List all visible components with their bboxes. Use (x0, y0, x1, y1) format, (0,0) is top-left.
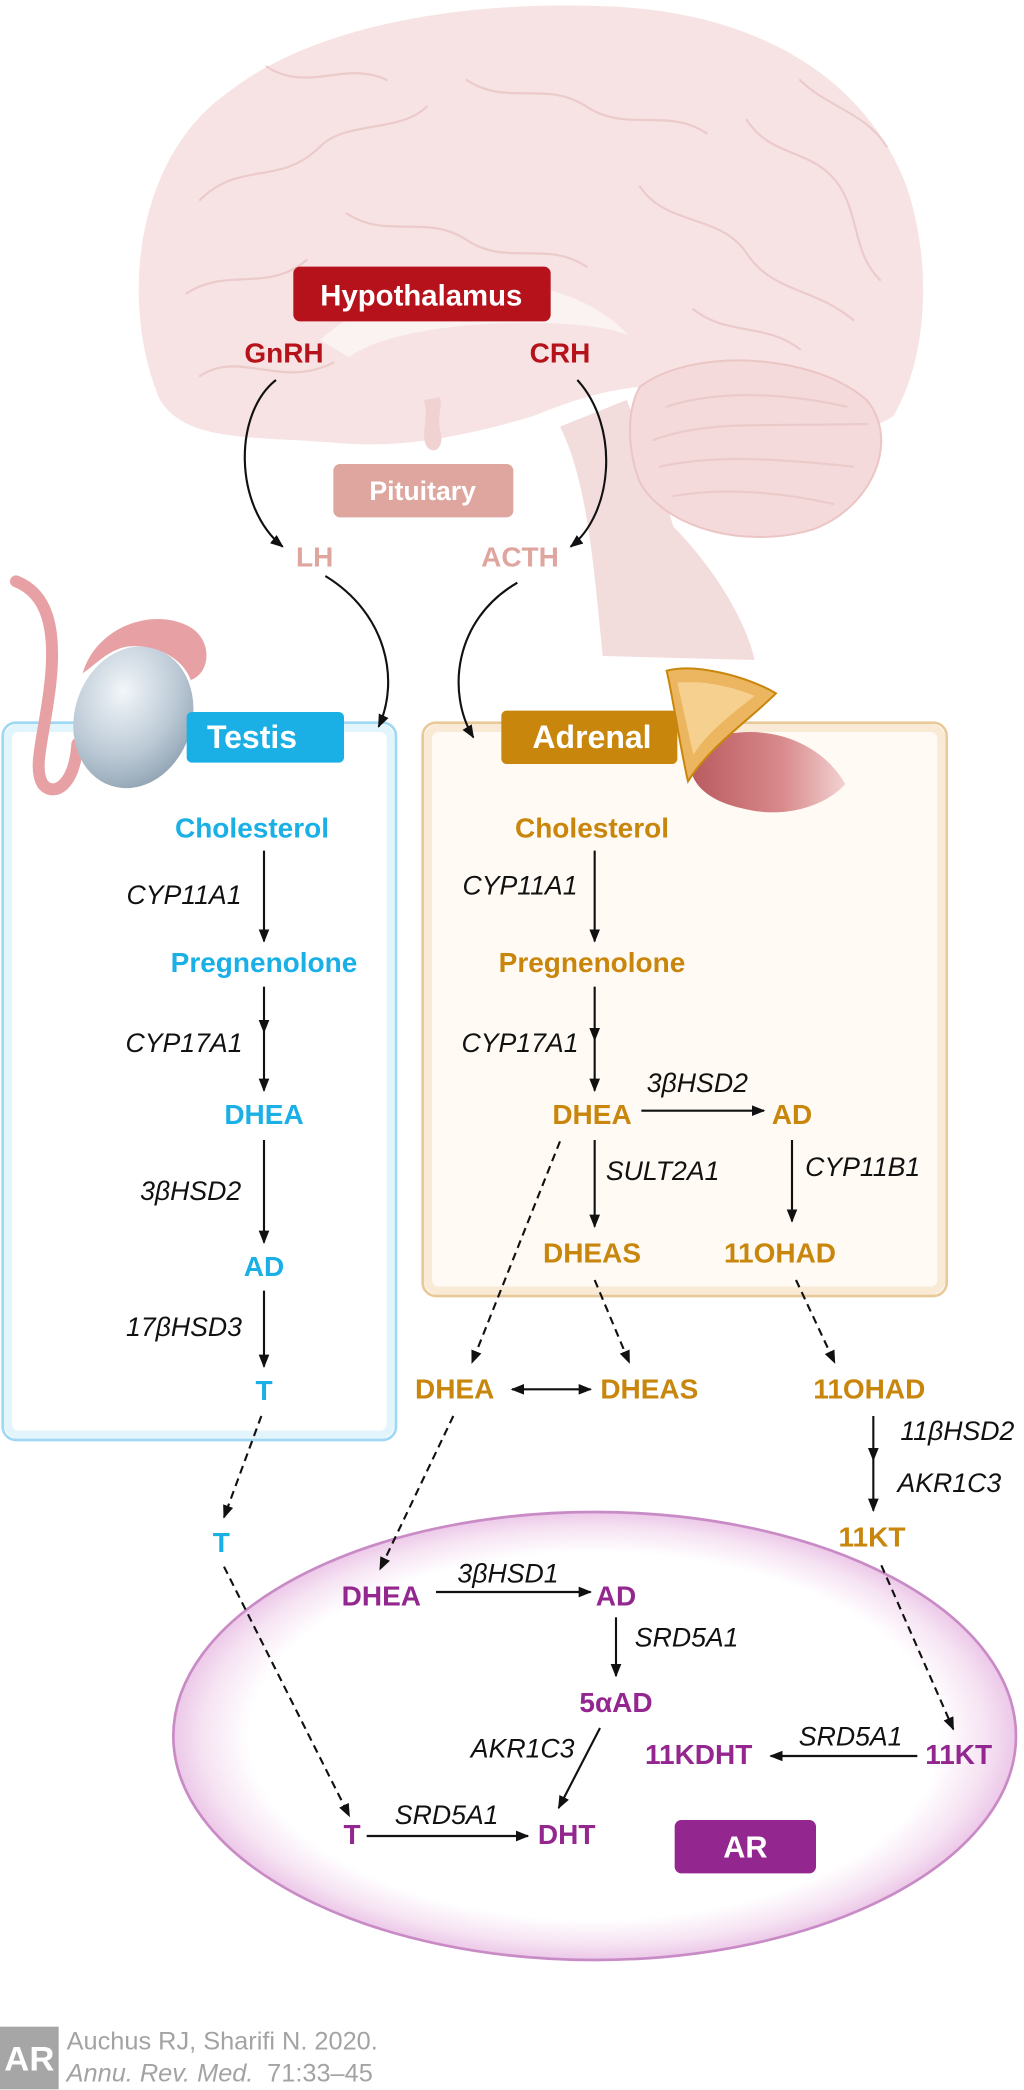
androgen-receptor-badge (674, 1820, 816, 1874)
adrenal-panel (421, 721, 948, 1298)
testis-enzyme-3bhsd2: 3βHSD2 (140, 1176, 241, 1206)
circulation-t-to-cell-arrow (223, 1566, 351, 1818)
circulation-11kt: 11KT (839, 1522, 906, 1553)
crh-label: CRH (530, 338, 591, 369)
cell-11kt: 11KT (925, 1739, 992, 1770)
adrenal-enzyme-cyp11b1: CYP11B1 (805, 1152, 920, 1182)
cell-t: T (343, 1819, 360, 1850)
lh-label: LH (296, 542, 333, 573)
gnrh-to-lh-arrow (243, 379, 284, 548)
cell-5aad: 5αAD (579, 1687, 652, 1718)
adrenal-11ohad: 11OHAD (724, 1238, 836, 1269)
adrenal-gland-highlight (677, 682, 755, 755)
adrenal-illustration (665, 667, 846, 813)
circulation-t: T (213, 1527, 230, 1558)
cell-enzyme-srd5a1-t: SRD5A1 (395, 1800, 499, 1830)
vas-deferens (10, 575, 84, 796)
cell-enzyme-srd5a1-ad: SRD5A1 (635, 1623, 739, 1653)
annual-reviews-logo (0, 2026, 59, 2090)
adrenal-11ohad-to-circulation-arrow (795, 1279, 836, 1364)
adrenal-enzyme-sult2a1: SULT2A1 (606, 1156, 720, 1186)
adrenal-ad: AD (772, 1099, 812, 1130)
kidney (689, 732, 846, 813)
circulation-11kt-to-cell-arrow (880, 1564, 955, 1731)
cerebellum (629, 359, 883, 539)
testis-enzyme-cyp17a1: CYP17A1 (125, 1028, 242, 1058)
epididymis (82, 618, 207, 680)
annual-reviews-logo-text: AR (4, 2041, 54, 2079)
citation-authors: Auchus RJ, Sharifi N. 2020. (67, 2027, 378, 2055)
cell-arrow-5aad-dht (557, 1727, 601, 1810)
testis-gonad (73, 646, 194, 789)
androgen-receptor-label: AR (723, 1830, 767, 1864)
acth-label: ACTH (481, 542, 559, 573)
gnrh-label: GnRH (244, 338, 323, 369)
lh-to-testis-arrow (324, 575, 390, 728)
brainstem (560, 400, 755, 660)
testis-pregnenolone: Pregnenolone (171, 947, 358, 978)
adrenal-dheas: DHEAS (543, 1238, 641, 1269)
adrenal-cholesterol: Cholesterol (515, 812, 669, 843)
cell-enzyme-srd5a1-kt: SRD5A1 (799, 1721, 903, 1751)
adrenal-dhea: DHEA (552, 1099, 631, 1130)
testis-t-to-circulation-arrow (222, 1415, 263, 1519)
testis-enzyme-cyp11a1: CYP11A1 (126, 880, 241, 910)
testis-ad: AD (244, 1251, 284, 1282)
circulation-dhea: DHEA (415, 1374, 494, 1405)
hypothalamus-label: Hypothalamus (320, 279, 522, 312)
testis-t: T (255, 1375, 272, 1406)
circulation-enzyme-11bhsd2: 11βHSD2 (900, 1416, 1014, 1446)
circulation-dheas: DHEAS (600, 1374, 698, 1405)
testis-dhea: DHEA (224, 1099, 303, 1130)
adrenal-enzyme-cyp17a1: CYP17A1 (461, 1028, 578, 1058)
pituitary-label: Pituitary (369, 476, 476, 506)
circulation-dhea-to-cell-arrow (379, 1415, 455, 1571)
circulation-enzyme-akr1c3: AKR1C3 (895, 1468, 1001, 1498)
testis-title: Testis (207, 719, 297, 755)
brain-illustration (138, 5, 924, 660)
adrenal-enzyme-cyp11a1: CYP11A1 (462, 871, 577, 901)
cell-dhea: DHEA (342, 1580, 421, 1611)
cell-enzyme-3bhsd1: 3βHSD1 (457, 1559, 558, 1589)
testis-badge (186, 712, 344, 763)
adrenal-pregnenolone: Pregnenolone (499, 947, 686, 978)
circulation-11ohad: 11OHAD (813, 1374, 925, 1405)
testis-illustration (10, 575, 207, 796)
cell-enzyme-akr1c3: AKR1C3 (469, 1733, 575, 1763)
citation-source: Annu. Rev. Med. 71:33–45 (65, 2059, 373, 2087)
testis-cholesterol: Cholesterol (175, 812, 329, 843)
citation-journal: Annu. Rev. Med. (65, 2059, 254, 2087)
acth-to-adrenal-arrow (457, 581, 518, 739)
pituitary-badge (333, 464, 514, 518)
pituitary-stalk (424, 397, 442, 451)
adrenal-badge (501, 710, 678, 764)
brain-gyri (185, 65, 888, 378)
crh-to-acth-arrow (569, 379, 608, 548)
citation-volume-pages: 71:33–45 (267, 2059, 373, 2087)
adrenal-dheas-to-circulation-arrow (593, 1279, 631, 1364)
hypothalamus-badge (293, 266, 551, 322)
cell-11kdht: 11KDHT (645, 1739, 752, 1770)
cell-dht: DHT (538, 1819, 596, 1850)
adrenal-enzyme-3bhsd2: 3βHSD2 (647, 1068, 748, 1098)
cell-ad: AD (596, 1580, 636, 1611)
adrenal-title: Adrenal (532, 719, 651, 755)
testis-enzyme-17bhsd3: 17βHSD3 (126, 1312, 242, 1342)
